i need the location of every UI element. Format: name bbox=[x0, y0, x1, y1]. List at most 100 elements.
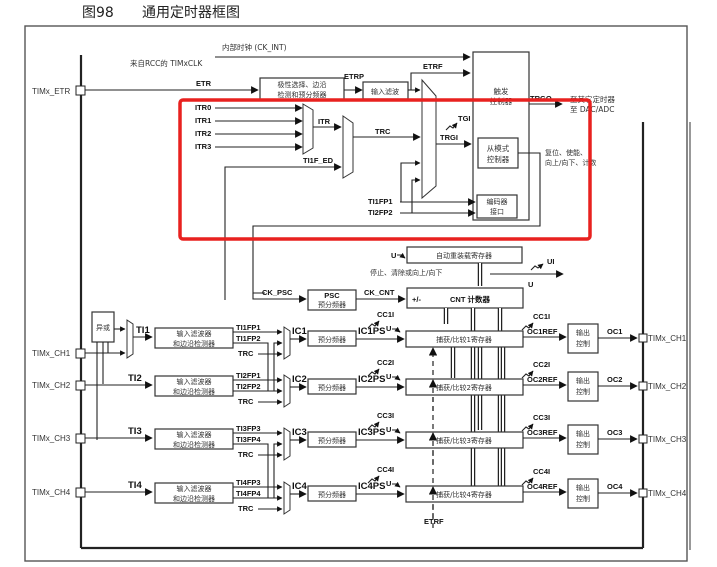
ck-psc-label: CK_PSC bbox=[262, 288, 293, 297]
cci-in-label-ch3: CC3I bbox=[377, 411, 394, 420]
cnt-label: CNT 计数器 bbox=[450, 294, 490, 304]
filter-line1-ch1: 输入滤波器 bbox=[177, 329, 212, 338]
fp-b-label-ch3: TI3FP4 bbox=[236, 435, 261, 444]
u-label-ar: U bbox=[391, 251, 396, 260]
encoder-line1: 编码器 bbox=[487, 197, 508, 206]
out-ctrl-line2-ch4: 控制 bbox=[576, 494, 590, 503]
prescaler-label-ch4: 预分频器 bbox=[318, 490, 346, 499]
pin-etr[interactable] bbox=[75, 85, 86, 96]
pin-out-ch3[interactable] bbox=[638, 434, 648, 444]
polarity-block-line1: 极性选择、边沿 bbox=[278, 80, 327, 89]
stop-clear-label: 停止、清除或向上/向下 bbox=[370, 268, 442, 277]
ocref-label-ch2: OC2REF bbox=[527, 375, 558, 384]
cci-out-label-ch4: CC4I bbox=[533, 467, 550, 476]
ic-select-mux-ch4 bbox=[283, 481, 291, 515]
ti2-label: TI2 bbox=[128, 373, 142, 384]
pin-label-in-ch4: TIMx_CH4 bbox=[32, 488, 71, 497]
ti3-label: TI3 bbox=[128, 426, 142, 437]
ic-label-ch1: IC1 bbox=[292, 326, 308, 337]
cci-in-icon-ch2 bbox=[367, 368, 380, 377]
trc-label-ch3: TRC bbox=[238, 450, 254, 459]
fp-cross-line-3-to-4 bbox=[233, 443, 283, 501]
icps-label-ch3: IC3PS bbox=[358, 427, 385, 438]
tgi-interrupt-icon bbox=[445, 122, 458, 131]
ti1-label: TI1 bbox=[136, 325, 150, 336]
output-control-ch2 bbox=[567, 371, 599, 402]
itr3-label: ITR3 bbox=[195, 142, 211, 151]
filter-line2-ch1: 和边沿检测器 bbox=[173, 339, 215, 348]
cnt-counter-block bbox=[406, 287, 524, 309]
input-filter-edge-detector-ch1 bbox=[154, 327, 234, 349]
capture-compare-label-ch4: 捕获/比较4寄存器 bbox=[436, 490, 492, 499]
pin-in-ch4[interactable] bbox=[75, 487, 86, 498]
outer-frame bbox=[24, 25, 688, 562]
slave-out-line1: 复位、使能、 bbox=[545, 148, 587, 157]
u-label-ch3: U bbox=[386, 425, 391, 434]
ic-select-mux-ch1 bbox=[283, 326, 291, 360]
capture-compare-label-ch1: 捕获/比较1寄存器 bbox=[436, 335, 492, 344]
fp-cross-line-2-to-1 bbox=[233, 340, 283, 392]
cci-in-icon-ch4 bbox=[367, 475, 380, 484]
cci-in-icon-ch3 bbox=[367, 421, 380, 430]
xor-label: 异或 bbox=[96, 323, 110, 332]
pin-out-ch1[interactable] bbox=[638, 333, 648, 343]
trc-label-ch1: TRC bbox=[238, 349, 254, 358]
pin-out-ch4[interactable] bbox=[638, 488, 648, 498]
out-ctrl-line2-ch3: 控制 bbox=[576, 440, 590, 449]
cci-out-icon-ch2 bbox=[521, 370, 534, 379]
cci-out-icon-ch4 bbox=[521, 477, 534, 486]
out-ctrl-line2-ch1: 控制 bbox=[576, 339, 590, 348]
out-ctrl-line2-ch2: 控制 bbox=[576, 387, 590, 396]
pin-label-out-ch1: TIMx_CH1 bbox=[648, 334, 687, 343]
input-filter-edge-detector-ch3 bbox=[154, 428, 234, 450]
pin-in-ch3[interactable] bbox=[75, 433, 86, 444]
trgo-dest-line1: 至其它定时器 bbox=[570, 94, 615, 104]
slave-output-line bbox=[252, 152, 541, 294]
pin-label-in-ch2: TIMx_CH2 bbox=[32, 381, 71, 390]
ic-label-ch3: IC3 bbox=[292, 427, 307, 438]
slave-ctrl-line1: 从模式 bbox=[487, 143, 510, 153]
fp-b-label-ch2: TI2FP2 bbox=[236, 382, 261, 391]
capture-compare-register-ch1 bbox=[405, 330, 524, 348]
trc-label: TRC bbox=[375, 127, 391, 136]
cnt-sign-label: +/- bbox=[412, 295, 421, 304]
psc-sub-label: 预分频器 bbox=[318, 300, 346, 309]
ui-interrupt-icon bbox=[530, 263, 544, 271]
auto-reload-register bbox=[406, 246, 523, 264]
oc-label-ch4: OC4 bbox=[607, 482, 623, 491]
pin-label-in-ch3: TIMx_CH3 bbox=[32, 434, 71, 443]
tgi-label: TGI bbox=[458, 114, 471, 123]
ti1f-ed-label: TI1F_ED bbox=[303, 156, 334, 165]
u-icon-ch3 bbox=[392, 427, 401, 434]
out-ctrl-line1-ch3: 输出 bbox=[576, 429, 590, 438]
etrf-line bbox=[410, 69, 471, 90]
cci-in-icon-ch1 bbox=[367, 320, 380, 329]
pin-in-ch2[interactable] bbox=[75, 380, 86, 391]
pin-label-in-ch1: TIMx_CH1 bbox=[32, 349, 71, 358]
itr-out-label: ITR bbox=[318, 117, 331, 126]
oc-label-ch1: OC1 bbox=[607, 327, 622, 336]
u-update-icon-ar bbox=[397, 252, 406, 259]
pin-label-out-ch3: TIMx_CH3 bbox=[648, 435, 687, 444]
trc-label-ch4: TRC bbox=[238, 504, 254, 513]
out-ctrl-line1-ch1: 输出 bbox=[576, 328, 590, 337]
pin-out-ch2[interactable] bbox=[638, 381, 648, 391]
psc-label: PSC bbox=[324, 291, 340, 300]
u-icon-ch4 bbox=[392, 481, 401, 488]
icps-label-ch2: IC2PS bbox=[358, 374, 385, 385]
ic-select-mux-ch3 bbox=[283, 427, 291, 461]
ti1-select-mux bbox=[126, 319, 134, 359]
filter-line1-ch2: 输入滤波器 bbox=[177, 377, 212, 386]
fp-b-label-ch1: TI1FP2 bbox=[236, 334, 261, 343]
itr-mux bbox=[302, 103, 314, 155]
u-label-ch1: U bbox=[386, 324, 391, 333]
fp-a-label-ch1: TI1FP1 bbox=[236, 323, 261, 332]
cci-in-label-ch2: CC2I bbox=[377, 358, 394, 367]
slave-mode-controller-block bbox=[477, 137, 519, 169]
itr2-label: ITR2 bbox=[195, 129, 211, 138]
fp-cross-line-1-to-2 bbox=[233, 342, 283, 394]
trigger-controller-block bbox=[472, 51, 530, 221]
oc-label-ch3: OC3 bbox=[607, 428, 622, 437]
pin-in-ch1[interactable] bbox=[75, 348, 86, 359]
